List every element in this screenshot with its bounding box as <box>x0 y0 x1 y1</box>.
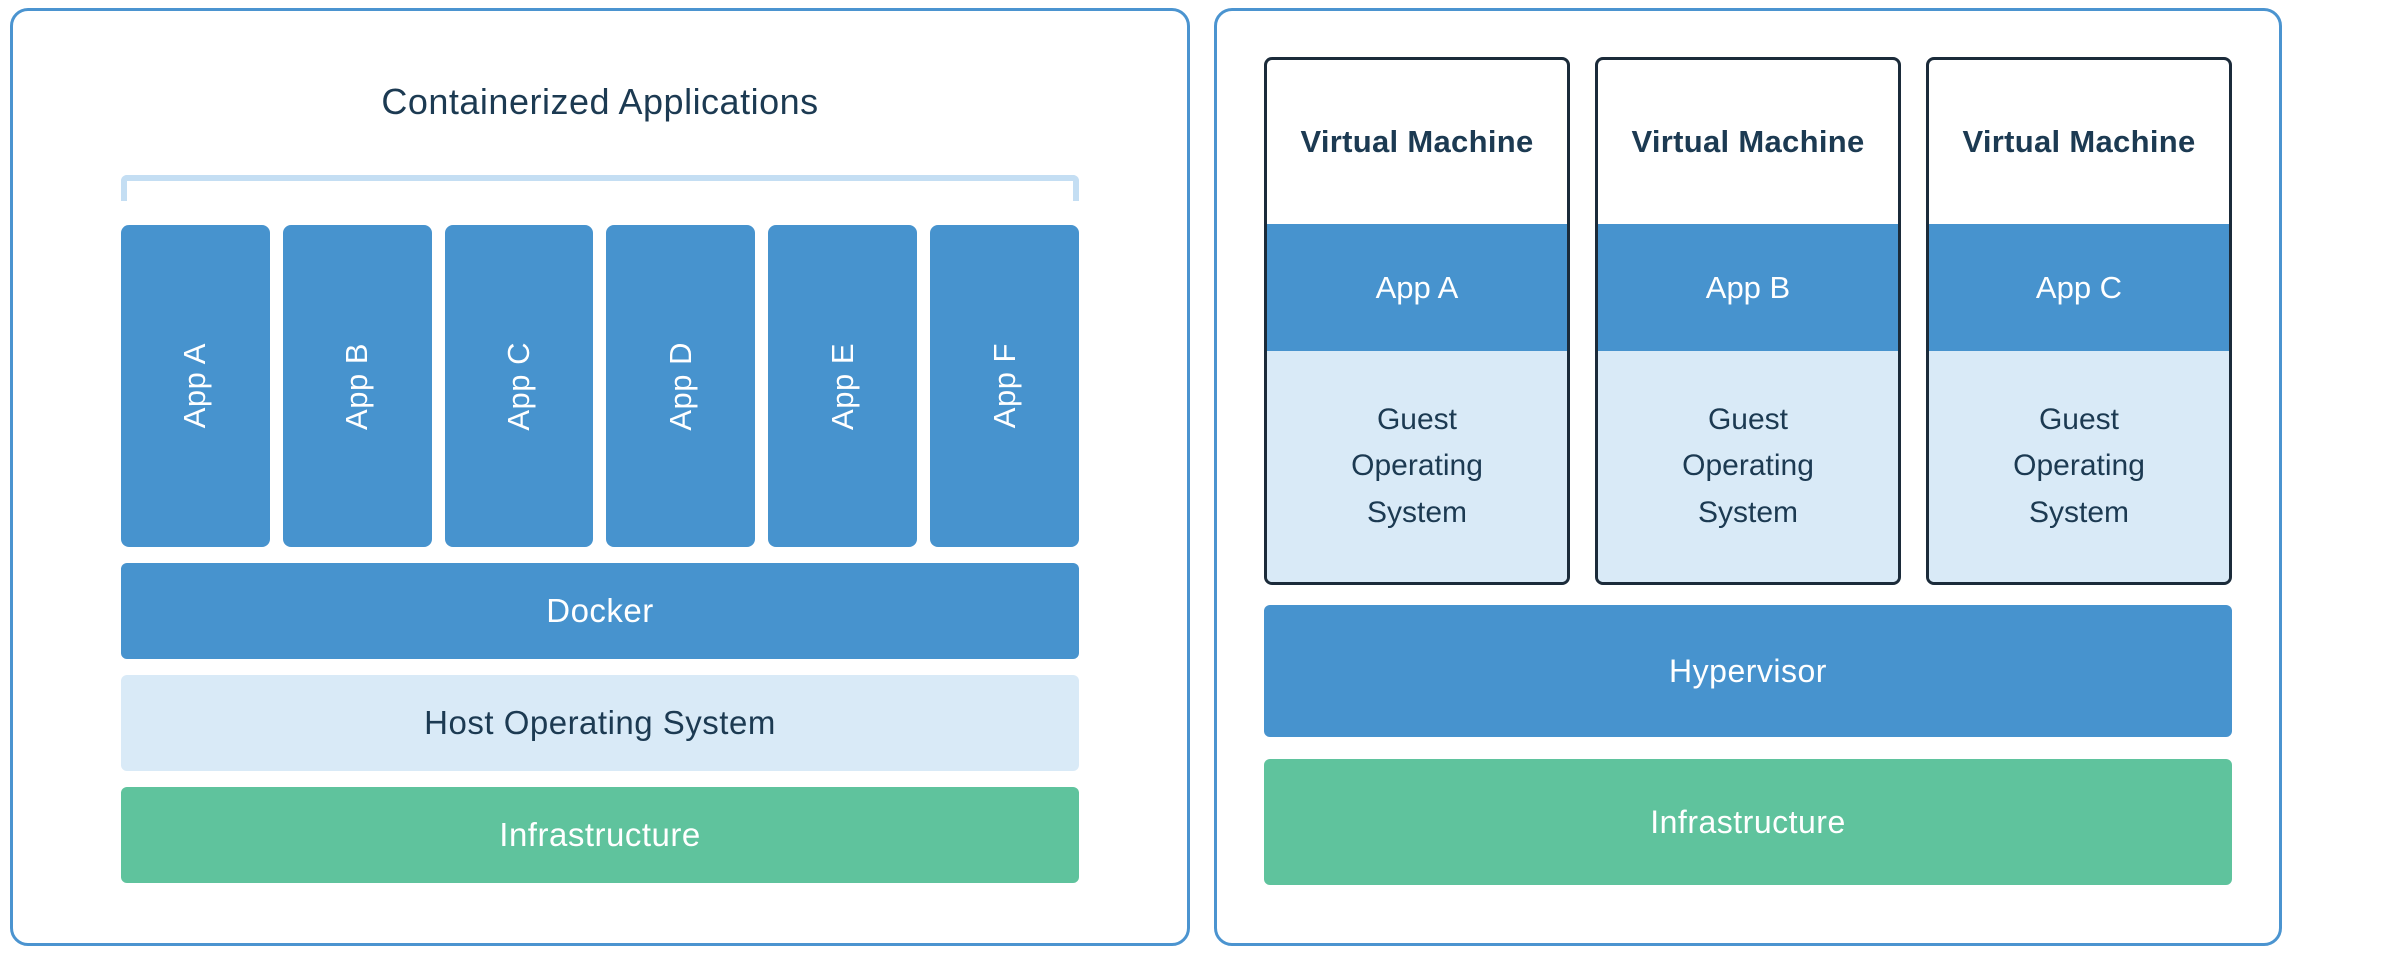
vm-box-1: Virtual Machine App A Guest Operating Sy… <box>1264 57 1570 585</box>
container-app-f-label: App F <box>986 343 1022 429</box>
hypervisor-layer: Hypervisor <box>1264 605 2232 737</box>
container-app-e: App E <box>768 225 918 547</box>
vm-1-app: App A <box>1267 224 1567 351</box>
virtual-machines-panel: Virtual Machine App A Guest Operating Sy… <box>1214 8 2282 946</box>
vm-box-3: Virtual Machine App C Guest Operating Sy… <box>1926 57 2232 585</box>
container-app-c: App C <box>444 225 594 547</box>
infrastructure-layer-right: Infrastructure <box>1264 759 2232 885</box>
container-app-e-label: App E <box>824 342 860 430</box>
container-app-d: App D <box>606 225 756 547</box>
container-app-b-label: App B <box>339 342 375 430</box>
container-app-a: App A <box>121 225 270 547</box>
vm-box-2: Virtual Machine App B Guest Operating Sy… <box>1595 57 1901 585</box>
containers-content: Containerized Applications App A App B A… <box>121 81 1079 883</box>
container-app-a-label: App A <box>177 343 213 429</box>
vm-1-guest-os: Guest Operating System <box>1267 351 1567 582</box>
container-app-c-label: App C <box>501 341 537 431</box>
container-app-d-label: App D <box>662 341 698 431</box>
vm-3-guest-os: Guest Operating System <box>1929 351 2229 582</box>
vm-2-app: App B <box>1598 224 1898 351</box>
host-os-layer: Host Operating System <box>121 675 1079 771</box>
containers-title: Containerized Applications <box>381 81 819 122</box>
bracket-icon <box>121 175 1079 201</box>
vm-2-guest-os: Guest Operating System <box>1598 351 1898 582</box>
docker-layer: Docker <box>121 563 1079 659</box>
container-app-b: App B <box>282 225 432 547</box>
containers-panel: Containerized Applications App A App B A… <box>10 8 1190 946</box>
vm-row: Virtual Machine App A Guest Operating Sy… <box>1264 57 2232 585</box>
container-apps-row: App A App B App C App D App E App F <box>121 225 1079 547</box>
virtual-machines-content: Virtual Machine App A Guest Operating Sy… <box>1264 57 2232 885</box>
vm-2-title: Virtual Machine <box>1631 124 1865 159</box>
vm-3-app: App C <box>1929 224 2229 351</box>
container-app-f: App F <box>930 225 1079 547</box>
infrastructure-layer-left: Infrastructure <box>121 787 1079 883</box>
vm-1-title: Virtual Machine <box>1300 124 1534 159</box>
vm-3-title: Virtual Machine <box>1962 124 2196 159</box>
